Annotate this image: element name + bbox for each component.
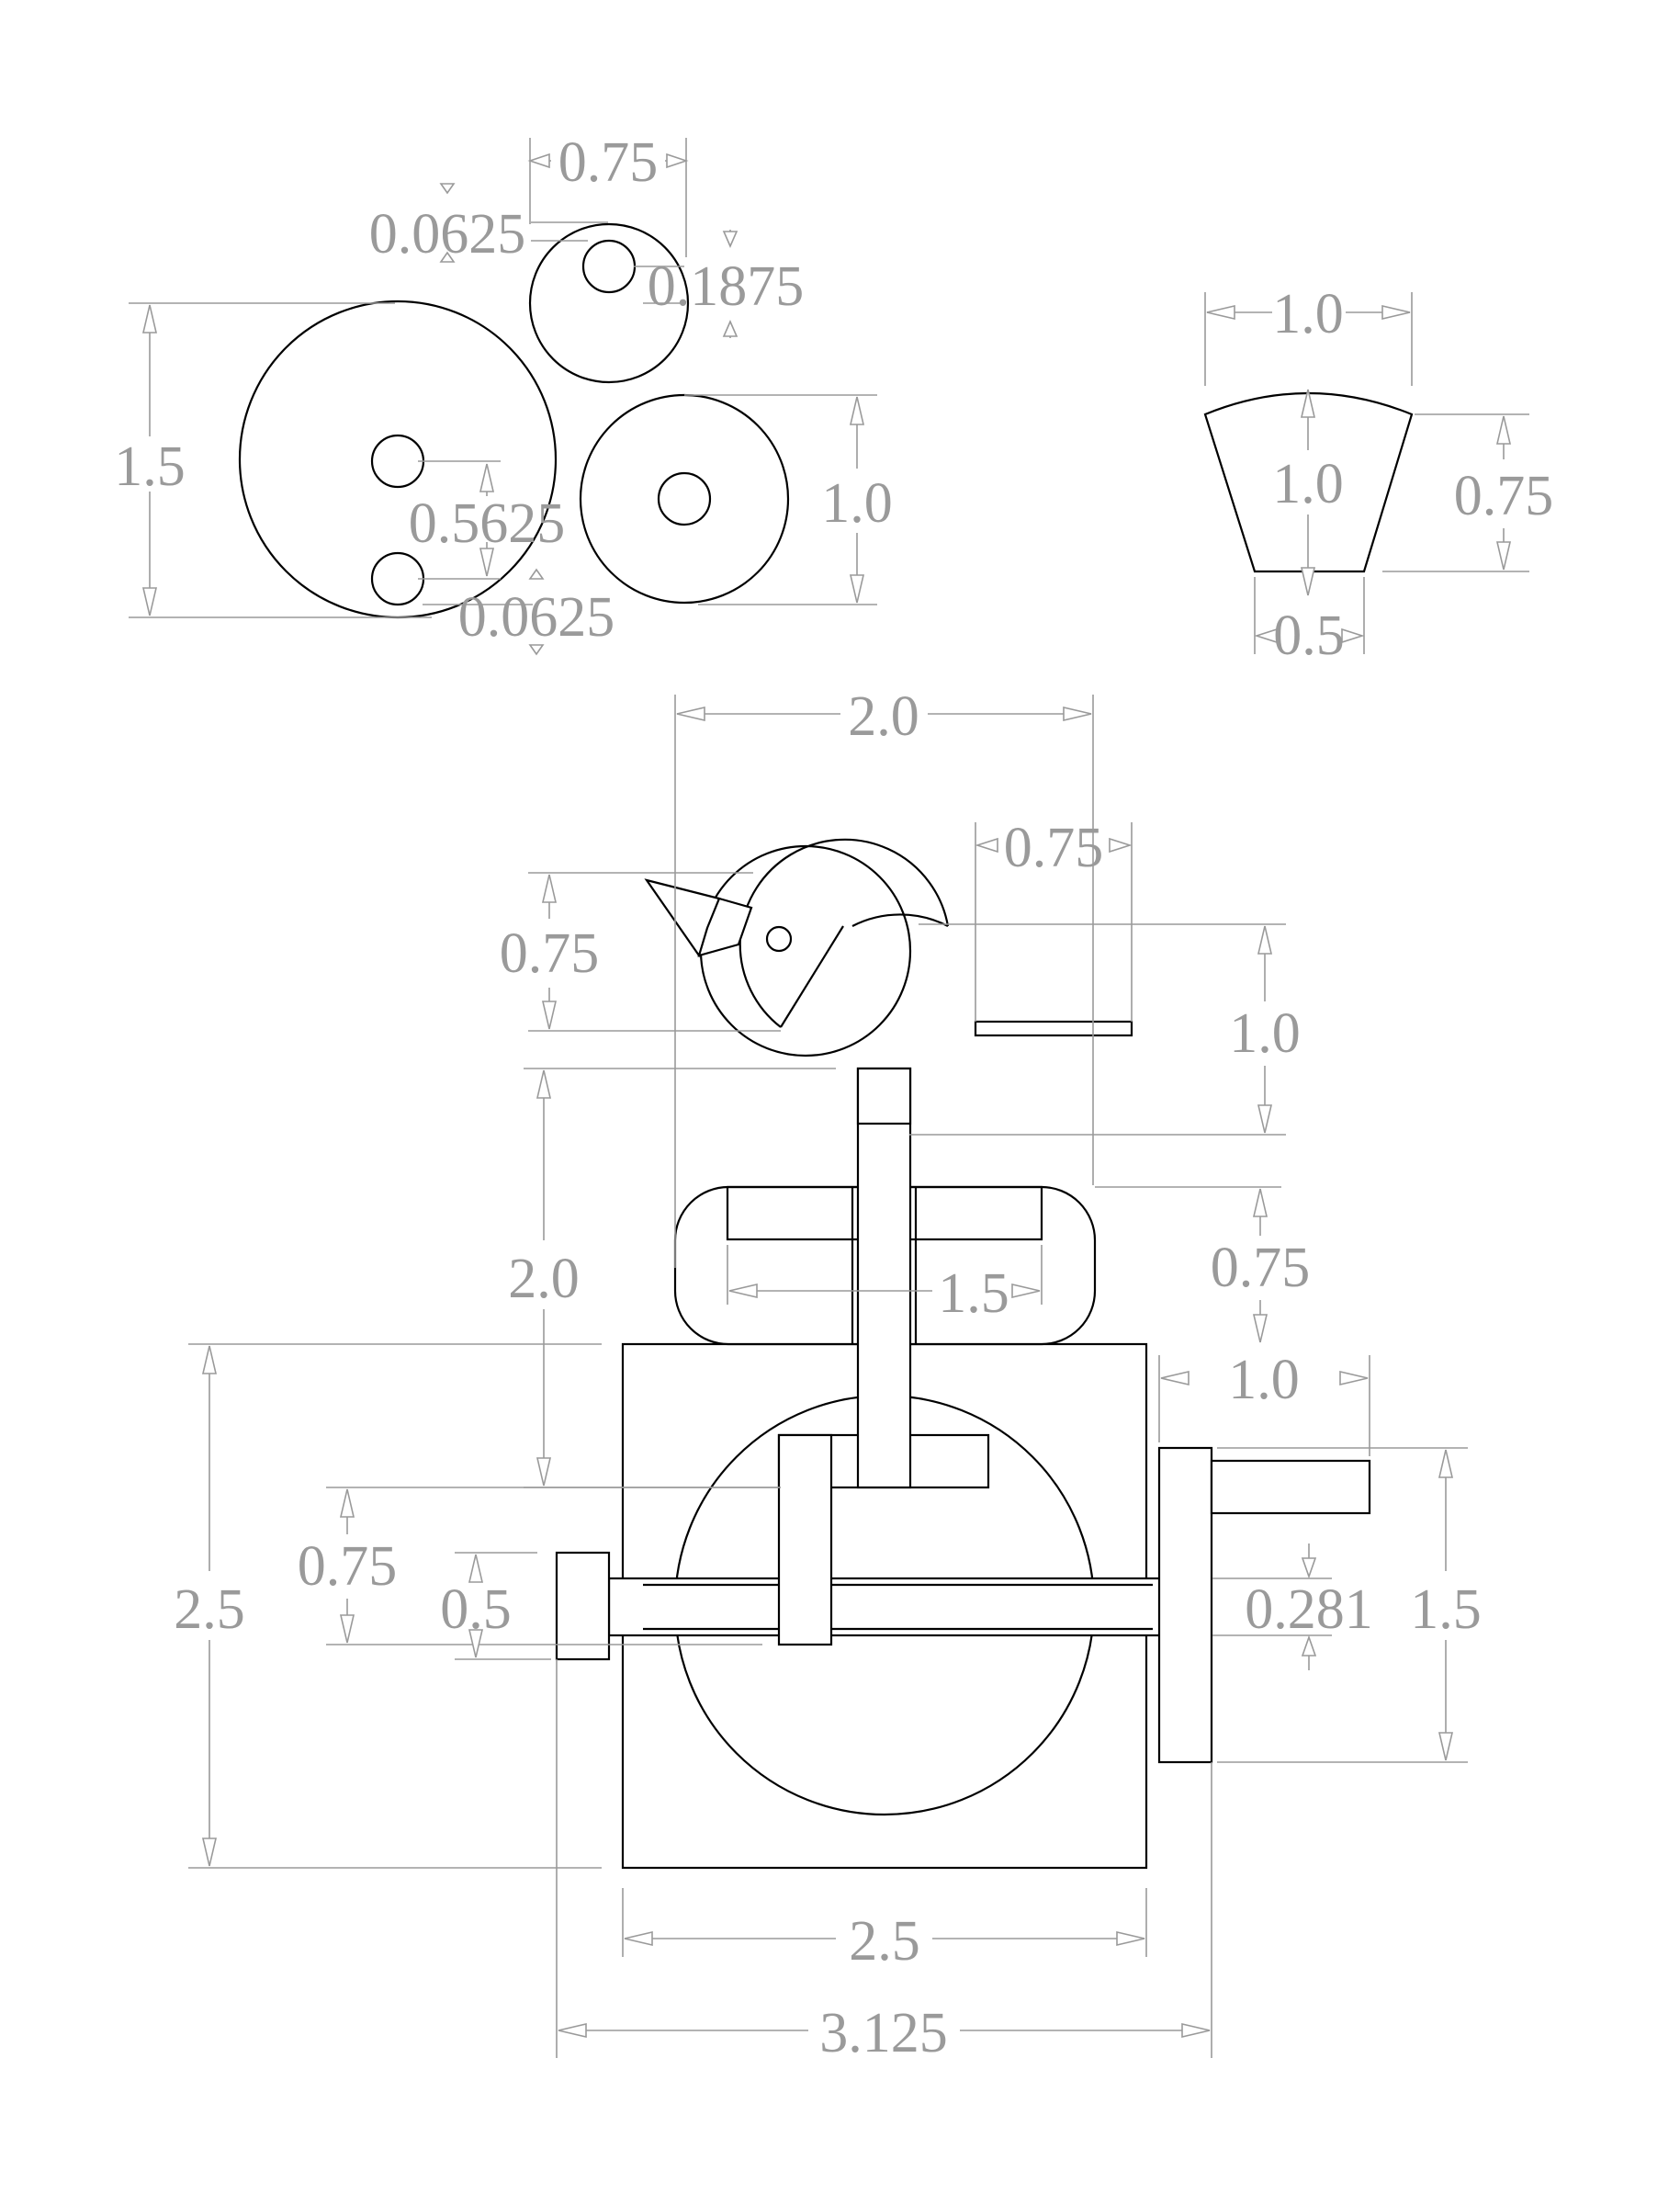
cam-follower (777, 1433, 990, 1646)
dim-label: 0.75 (1004, 817, 1104, 879)
dim-label: 0.1875 (648, 255, 805, 318)
dim-large-gear-hole-offset: 0.0625 (423, 568, 615, 656)
dim-label: 2.0 (848, 685, 919, 748)
dim-small-gear-hole-offset: 0.0625 (369, 183, 608, 266)
dim-label: 0.0625 (369, 203, 526, 266)
dim-post-height: 2.0 (508, 1068, 836, 1488)
dim-label: 1.0 (821, 472, 893, 535)
dim-label: 1.0 (1272, 283, 1344, 345)
dim-label: 2.5 (174, 1578, 245, 1641)
dim-small-gear-width: 0.75 (527, 131, 689, 257)
dim-label: 0.281 (1245, 1578, 1373, 1641)
dim-label: 0.75 (298, 1535, 398, 1598)
dim-label: 1.5 (1410, 1578, 1482, 1641)
dim-box-height: 2.5 (174, 1343, 602, 1869)
wheel (579, 393, 790, 605)
dim-wedge-bottom-width: 0.5 (1254, 577, 1365, 667)
dim-label: 1.5 (114, 435, 186, 498)
dim-wedge-top-width: 1.0 (1204, 283, 1413, 386)
bird-tail (974, 1020, 1133, 1037)
dim-label: 0.75 (500, 922, 600, 985)
large-gear (238, 300, 558, 619)
dim-crank-height: 1.5 (1217, 1447, 1482, 1763)
dim-label: 1.0 (1272, 453, 1344, 515)
dim-assembly-top-width: 2.0 (674, 685, 1094, 1268)
dim-large-gear-dia: 1.5 (114, 302, 432, 618)
dim-label: 0.75 (558, 131, 659, 194)
dim-label: 1.0 (1229, 1002, 1301, 1065)
dim-wheel-dia: 1.0 (684, 394, 893, 605)
dim-label: 1.0 (1228, 1349, 1300, 1411)
dim-wedge-outer-height: 0.75 (1382, 413, 1554, 572)
dim-label: 3.125 (819, 2002, 948, 2064)
axle-nut (555, 1551, 611, 1661)
dim-small-gear-hole-dia: 0.1875 (634, 230, 804, 338)
dim-label: 0.0625 (458, 586, 615, 649)
dim-box-width: 2.5 (622, 1888, 1147, 1973)
dim-label: 0.75 (1211, 1237, 1311, 1299)
dim-label: 1.5 (938, 1262, 1009, 1325)
dim-large-gear-hole-spacing: 0.5625 (409, 460, 566, 580)
dim-body-height: 1.0 (909, 923, 1301, 1136)
dim-axle-dia: 0.281 (1212, 1544, 1373, 1670)
dim-label: 0.75 (1454, 465, 1554, 527)
dim-label: 0.5 (440, 1578, 512, 1641)
dim-tail-length: 0.75 (975, 817, 1133, 1022)
post (851, 1067, 918, 1489)
dim-head-height: 0.75 (500, 872, 781, 1032)
dim-wedge-inner-height: 1.0 (1272, 389, 1344, 596)
dim-cam-offset: 0.75 (298, 1487, 781, 1645)
dim-block-height: 0.75 (1095, 1186, 1311, 1343)
axle (607, 1577, 1205, 1637)
dim-label: 2.5 (849, 1910, 920, 1973)
dim-overall-width: 3.125 (556, 1659, 1212, 2064)
dim-label: 0.5625 (409, 492, 566, 555)
dim-label: 0.5 (1273, 605, 1345, 667)
dim-label: 2.0 (508, 1248, 580, 1310)
crank (1157, 1446, 1371, 1764)
dim-crank-arm-width: 1.0 (1158, 1349, 1370, 1456)
wedge (1203, 391, 1414, 573)
dim-axle-height: 0.5 (440, 1552, 551, 1660)
bird (644, 838, 1133, 1125)
dim-block-slot-width: 1.5 (727, 1245, 1043, 1325)
